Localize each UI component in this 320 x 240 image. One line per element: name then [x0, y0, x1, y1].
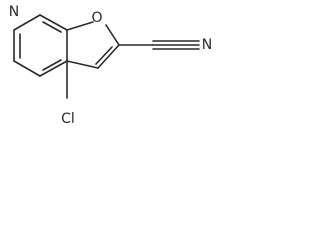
bond-inner-c3a-c7a — [42, 21, 62, 33]
bond-inner-c2-c3 — [95, 46, 113, 65]
bond-c7a-o1 — [66, 21, 94, 31]
bond-c3-c3a — [66, 60, 99, 69]
bond-c7a-n7 — [13, 14, 41, 31]
bond-c6-c5 — [13, 60, 41, 77]
bond-c3a-c7a — [39, 14, 68, 31]
bond-inner-c5-c4 — [42, 59, 62, 71]
atom-label-furan-oxygen: O — [91, 10, 102, 26]
structure-canvas: N O N Cl — [0, 0, 222, 138]
bond-c5-c4 — [39, 60, 68, 77]
bond-c2-c3 — [97, 44, 120, 69]
atom-label-chlorine: Cl — [61, 111, 75, 127]
bond-o1-c2 — [105, 24, 120, 46]
atom-label-pyridine-nitrogen: N — [9, 4, 19, 20]
molecule-structure: N O N Cl — [9, 4, 212, 127]
atom-label-nitrile-nitrogen: N — [202, 37, 212, 53]
